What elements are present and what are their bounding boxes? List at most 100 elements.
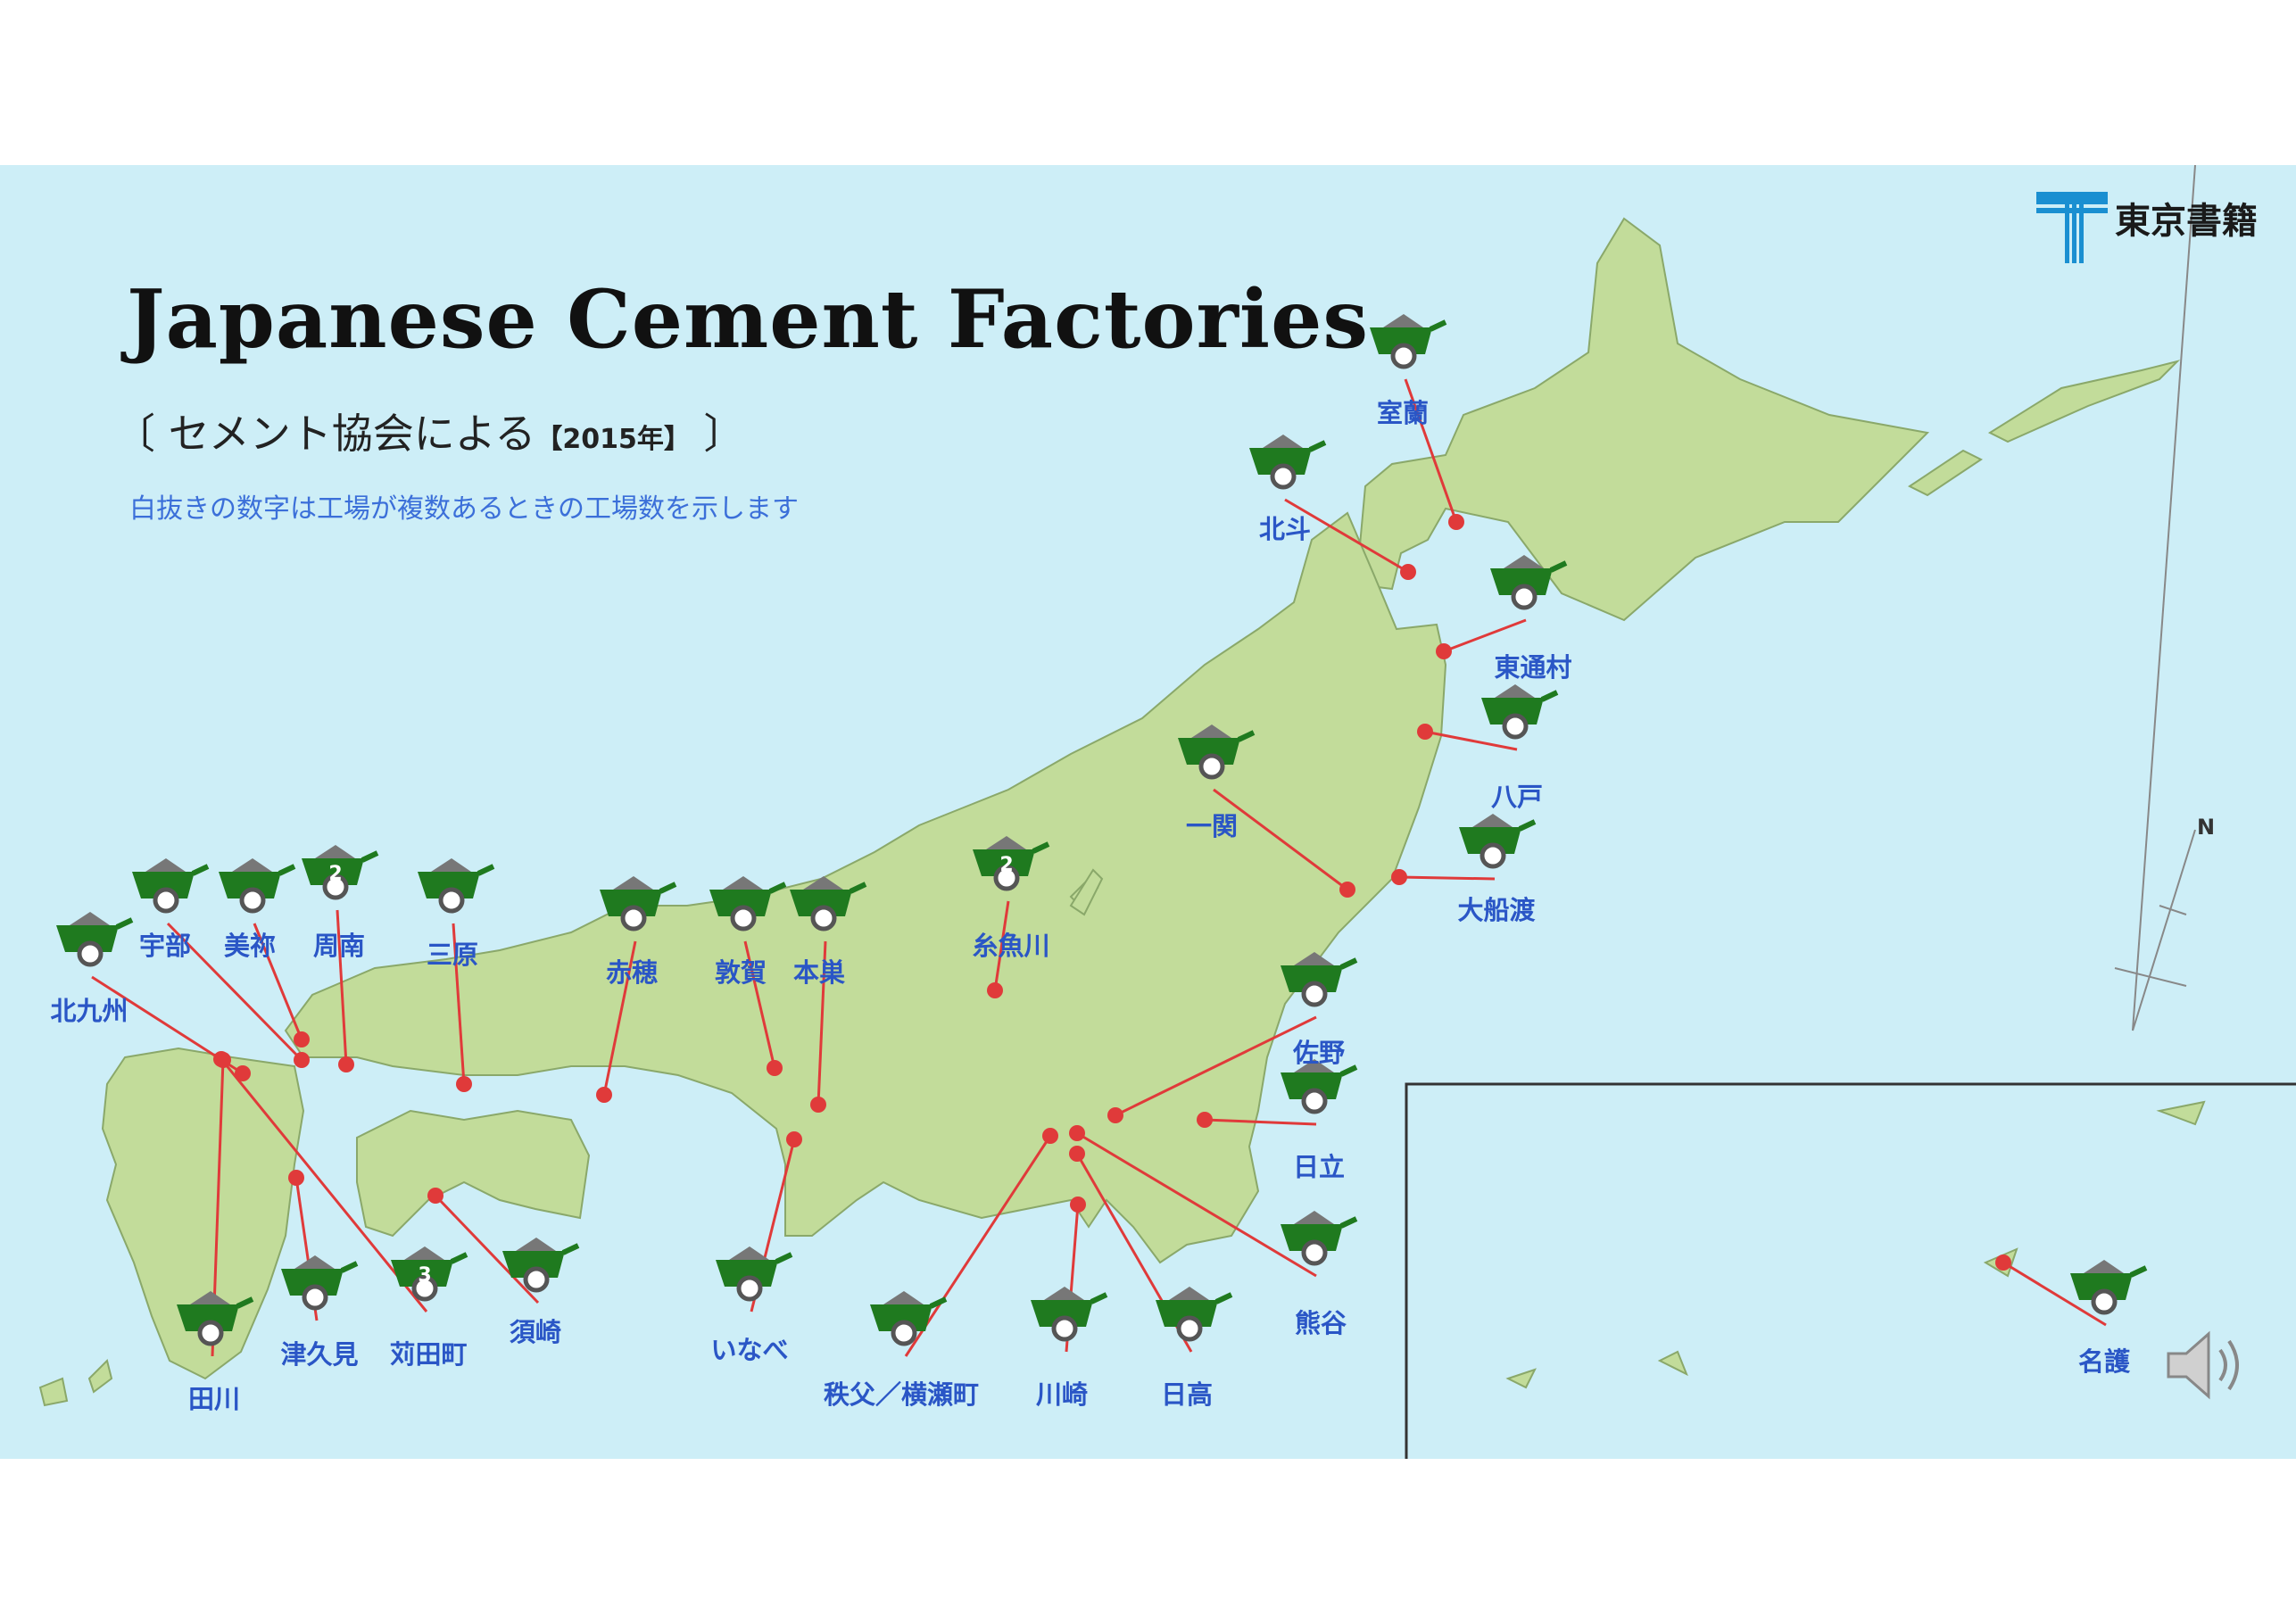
- factory-label: 津久見: [280, 1339, 359, 1370]
- inset-island: [1657, 1350, 1688, 1377]
- factory-leader-line: [904, 1135, 1052, 1357]
- factory-label: 北斗: [1258, 514, 1312, 544]
- factory-leader-line: [1115, 1015, 1317, 1117]
- factory-leader-line: [1284, 498, 1409, 574]
- cement-cart-icon: [790, 876, 867, 932]
- factory-location-marker: [987, 982, 1003, 998]
- publisher-logo-text: 東京書籍: [2115, 201, 2258, 242]
- factory-leader-line: [220, 1058, 428, 1312]
- cement-cart-icon: [502, 1238, 580, 1293]
- factory-location-marker: [338, 1056, 354, 1072]
- factory-location-marker: [1448, 514, 1464, 530]
- factory-label: 宇部: [138, 931, 192, 961]
- map-note: 白抜きの数字は工場が複数あるときの工場数を示します: [129, 493, 799, 525]
- okinawa-inset-frame: [1405, 1082, 2296, 1459]
- cement-cart-icon: [302, 845, 379, 900]
- factory-location-marker: [235, 1065, 251, 1081]
- cement-cart-icon: [177, 1291, 254, 1346]
- subtitle-close: 〕: [690, 410, 745, 458]
- cement-cart-icon: [1459, 814, 1537, 869]
- factory-leader-line: [1398, 875, 1496, 881]
- cement-cart-icon: [1249, 435, 1327, 490]
- cement-cart-icon: [1178, 725, 1256, 780]
- factory-leader-line: [743, 940, 776, 1069]
- factory-count: 2: [999, 854, 1013, 876]
- factory-label: 須崎: [509, 1317, 562, 1347]
- factory-location-marker: [767, 1060, 783, 1076]
- cement-cart-icon: [1281, 1211, 1358, 1266]
- factory-count: 2: [328, 863, 342, 885]
- cement-cart-icon: [56, 912, 134, 967]
- factory-location-marker: [1339, 882, 1355, 898]
- kyushu-landmass: [101, 1047, 305, 1380]
- cement-cart-icon: [870, 1291, 948, 1346]
- factory-label: 東通村: [1494, 652, 1572, 683]
- factory-location-marker: [810, 1097, 826, 1113]
- factory-leader-line: [1404, 378, 1458, 523]
- factory-label: 熊谷: [1294, 1308, 1347, 1338]
- factory-location-marker: [1436, 643, 1452, 659]
- cement-cart-icon: [1031, 1287, 1108, 1342]
- factory-label: 秩父／横瀬町: [823, 1379, 980, 1410]
- factory-leader-line: [602, 940, 637, 1096]
- factory-label: 佐野: [1292, 1038, 1346, 1068]
- factory-label: 日高: [1160, 1379, 1214, 1410]
- factory-location-marker: [1042, 1128, 1058, 1144]
- factory-label: いなべ: [710, 1335, 789, 1365]
- factory-label: 赤穂: [605, 957, 659, 988]
- factory-label: 敦賀: [714, 957, 767, 988]
- cement-cart-icon: [600, 876, 677, 932]
- honshu-landmass: [284, 511, 1447, 1264]
- hokkaido-landmass: [1355, 217, 1930, 622]
- map-subtitle: 〔 セメント協会による【2015年】 〕: [114, 402, 744, 460]
- factory-location-marker: [1070, 1197, 1086, 1213]
- factory-leader-line: [1424, 730, 1518, 751]
- factory-label: 大船渡: [1457, 895, 1536, 925]
- factory-label: 周南: [312, 931, 366, 961]
- factory-label: 日立: [1292, 1152, 1346, 1182]
- factory-label: 糸魚川: [972, 931, 1050, 961]
- cement-cart-icon: [219, 858, 296, 914]
- japan-map: N 223: [38, 165, 2296, 1459]
- factory-location-marker: [1391, 869, 1407, 885]
- small-island: [38, 1377, 69, 1407]
- cement-cart-icon: [132, 858, 210, 914]
- inset-island: [1505, 1368, 1537, 1389]
- factory-location-marker: [1417, 724, 1433, 740]
- factory-leader-line: [166, 922, 303, 1062]
- factory-location-marker: [215, 1052, 231, 1068]
- kuril-islands: [1908, 449, 1983, 497]
- factory-leader-line: [816, 940, 827, 1105]
- factory-leader-line: [253, 923, 303, 1040]
- factory-label: 田川: [187, 1384, 241, 1414]
- factory-leader-line: [2002, 1261, 2107, 1327]
- factory-leader-line: [1443, 618, 1527, 653]
- cement-cart-icon: [1281, 952, 1358, 1007]
- factory-location-marker: [288, 1170, 304, 1186]
- factory-label: 本巣: [792, 957, 846, 988]
- cement-cart-icon: [1156, 1287, 1233, 1342]
- factory-location-marker: [1107, 1107, 1123, 1123]
- factory-location-marker: [1069, 1146, 1085, 1162]
- factory-leader-line: [336, 909, 348, 1065]
- cement-cart-icon: [973, 836, 1050, 891]
- cement-cart-icon: [391, 1246, 468, 1302]
- cement-cart-icon: [709, 876, 787, 932]
- cement-cart-icon: [1370, 314, 1447, 369]
- speaker-icon[interactable]: [2159, 1325, 2249, 1405]
- sado-island: [1069, 868, 1104, 916]
- factory-label: 北九州: [50, 996, 128, 1026]
- factory-location-marker: [294, 1031, 310, 1047]
- factory-leader-line: [1213, 788, 1348, 891]
- factory-location-marker: [1995, 1255, 2011, 1271]
- cement-cart-icon: [418, 858, 495, 914]
- subtitle-year: 【2015年】: [535, 424, 691, 455]
- factory-layer: 223: [56, 314, 2148, 1357]
- cement-cart-icon: [1490, 555, 1568, 610]
- factory-label: 川崎: [1035, 1379, 1089, 1410]
- factory-leader-line: [434, 1194, 540, 1304]
- small-island: [87, 1359, 113, 1394]
- factory-label: 八戸: [1490, 782, 1544, 812]
- factory-location-marker: [596, 1087, 612, 1103]
- factory-label: 美祢: [223, 931, 277, 961]
